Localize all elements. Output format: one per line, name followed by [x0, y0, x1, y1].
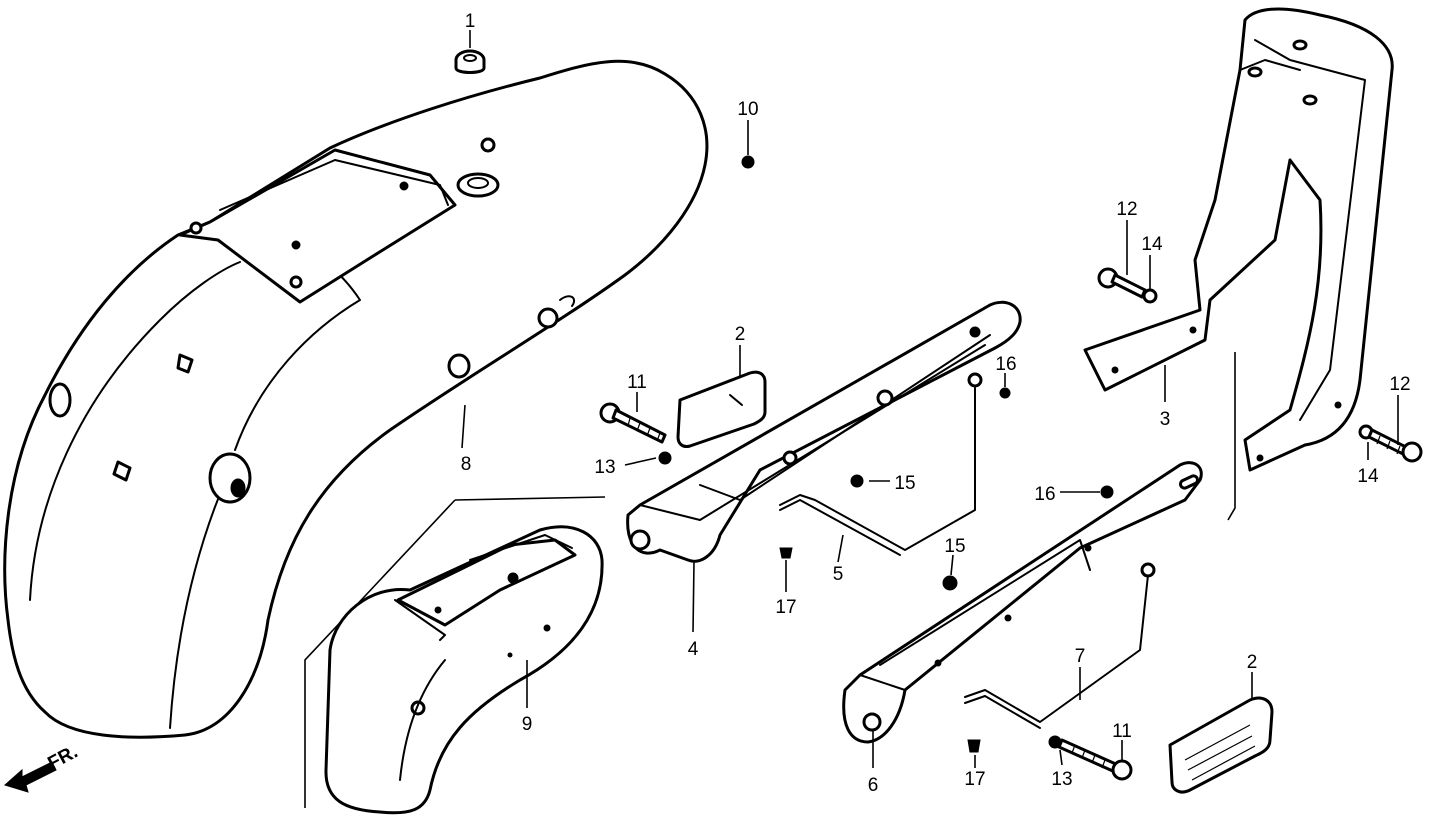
- part-6-grab-rail: [842, 461, 1203, 744]
- callout-17-upper: 17: [775, 597, 796, 618]
- part-5-wire: [779, 372, 983, 556]
- part-11-bolt-upper: [599, 402, 672, 465]
- part-2-reflector-upper: [676, 370, 767, 448]
- leader-lines: [461, 30, 1399, 768]
- callout-17-lower: 17: [964, 769, 985, 790]
- small-fasteners: [779, 387, 1114, 753]
- part-11-bolt-lower: [1048, 735, 1133, 781]
- part-3-bracket: [1083, 7, 1394, 521]
- part-2-reflector-lower: [1168, 696, 1274, 794]
- callout-15-lower: 15: [944, 536, 965, 557]
- callout-5: 5: [833, 564, 844, 585]
- callout-1: 1: [465, 11, 476, 32]
- callout-16-lower: 16: [1034, 484, 1055, 505]
- callout-16-upper: 16: [995, 354, 1016, 375]
- callout-11-lower: 11: [1112, 721, 1132, 742]
- callout-13-upper: 13: [594, 457, 615, 478]
- callout-labels: 1 10 2 11 13 8 16 15 5 17 4 15 16 9 6 7 …: [461, 11, 1411, 796]
- callout-4: 4: [688, 639, 699, 660]
- callout-10: 10: [737, 99, 758, 120]
- callout-2-lower: 2: [1247, 652, 1258, 673]
- callout-14-right: 14: [1357, 466, 1379, 487]
- callout-7: 7: [1075, 646, 1086, 667]
- part-1-grommet: [454, 49, 486, 74]
- callout-14-left: 14: [1141, 234, 1163, 255]
- callout-11-upper: 11: [627, 372, 647, 393]
- callout-15-upper: 15: [894, 473, 915, 494]
- part-10-nut: [741, 155, 755, 169]
- callout-6: 6: [868, 775, 879, 796]
- callout-12-left: 12: [1116, 199, 1137, 220]
- callout-12-right: 12: [1389, 374, 1410, 395]
- callout-2-upper: 2: [735, 324, 746, 345]
- callout-8: 8: [461, 454, 472, 475]
- callout-13-lower: 13: [1051, 769, 1072, 790]
- rear-fender: [3, 59, 709, 739]
- part-4-grab-rail: [626, 300, 1022, 563]
- callout-3: 3: [1160, 409, 1171, 430]
- callout-9: 9: [522, 714, 533, 735]
- front-arrow-icon: [3, 761, 57, 793]
- small-fender: [304, 496, 606, 815]
- part-7-wire: [964, 562, 1156, 729]
- part-12-bolts: [1097, 267, 1423, 463]
- front-direction-marker: FR.: [3, 742, 81, 793]
